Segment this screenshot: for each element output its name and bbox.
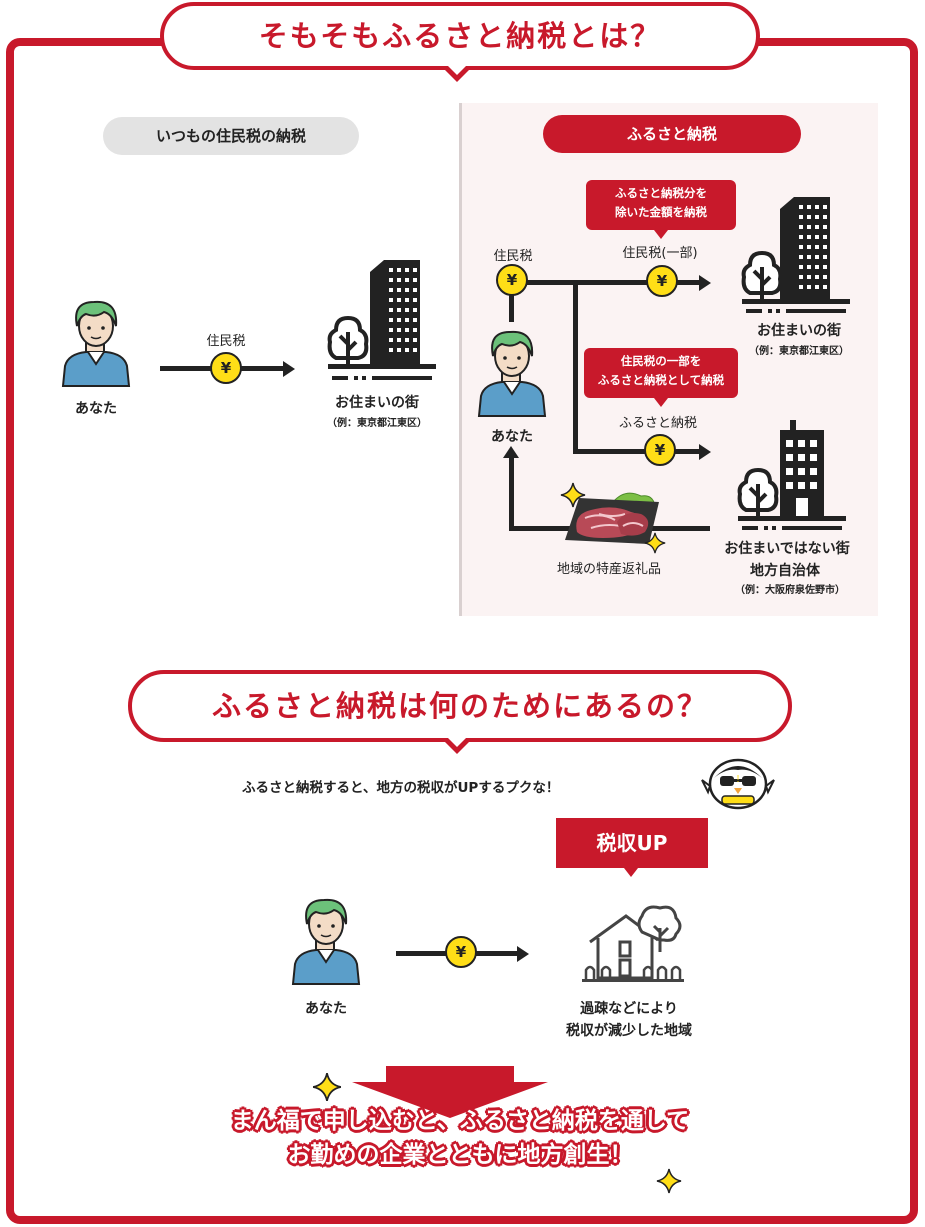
city-example: （例：東京都江東区） [327,418,427,429]
callout-top-line1: ふるさと納税分を [615,186,707,200]
arrow-right-icon [517,946,529,962]
section1-title-tail-inner [448,66,466,75]
sparkle-icon [644,532,666,554]
you-label-right: あなた [491,429,533,445]
resident-tax-part-label: 住民税(一部) [622,246,698,261]
final-message: まん福で申し込むと、ふるさと納税を通して お勤めの企業とともに地方創生！ [160,1104,760,1172]
final-message-line2: お勤めの企業とともに地方創生！ [287,1142,633,1168]
down-arrow-icon [352,1066,548,1118]
city-example-right: （例：東京都江東区） [749,346,849,357]
arrow-right-icon [699,444,711,460]
sparkle-icon [560,482,586,508]
person-icon [291,898,361,985]
resident-tax-label: 住民税 [206,334,246,349]
region-label: 過疎などにより 税収が減少した地域 [534,998,724,1042]
callout-middle: 住民税の一部を ふるさと納税として納税 [584,348,738,398]
flow-line-top [510,280,700,285]
mascot-icon: ! [701,758,775,810]
furusato-tax-label: ふるさと納税 [618,416,697,431]
arrow-up-icon [503,446,519,458]
callout-mid-line2: ふるさと納税として納税 [597,373,725,387]
yen-coin-icon: ¥ [496,264,528,296]
city-building-icon [327,260,436,380]
arrow-right-icon [283,361,295,377]
tax-up-badge: 税収UP [556,818,708,868]
tax-up-badge-tail [624,868,638,877]
local-gov-label: 地方自治体 [750,563,820,579]
regular-tax-pill: いつもの住民税の納税 [103,117,359,155]
other-city-label: お住まいではない街 [724,541,850,557]
resident-tax-label-right: 住民税 [493,249,533,264]
yen-coin-icon: ¥ [445,936,477,968]
sparkle-icon [656,1168,682,1194]
flow-line-furusato [573,449,700,454]
house-icon [582,905,684,982]
callout-top-line2: 除いた金額を納税 [615,205,707,219]
arrow-right-icon [699,275,711,291]
city-label: お住まいの街 [335,395,419,411]
svg-text:!: ! [737,774,740,785]
yen-coin-icon: ¥ [644,434,676,466]
city-building-icon [741,197,850,313]
yen-coin-icon: ¥ [210,352,242,384]
you-label: あなた [75,401,117,417]
you-label-section2: あなた [305,1001,347,1017]
city-label-right: お住まいの街 [757,323,841,339]
flow-line-branch [573,280,578,454]
region-label-line2: 税収が減少した地域 [566,1023,692,1039]
person-icon [477,330,547,417]
sparkle-icon [312,1072,342,1102]
flow-line-you-up [509,280,514,322]
section2-subtitle: ふるさと納税すると、地方の税収がUPするプクな！ [242,780,560,796]
gift-label: 地域の特産返礼品 [556,562,661,577]
meat-gift-icon [565,492,659,544]
person-icon [61,300,131,387]
other-city-example: （例：大阪府泉佐野市） [735,585,845,596]
flow-line-return-up [509,456,514,531]
final-message-line1: まん福で申し込むと、ふるさと納税を通して [230,1108,690,1134]
furusato-pill: ふるさと納税 [543,115,801,153]
region-label-line1: 過疎などにより [580,1001,678,1017]
callout-mid-line1: 住民税の一部を [620,354,702,368]
section1-title: そもそもふるさと納税とは？ [160,2,760,70]
section2-title-tail-inner [448,738,466,747]
yen-coin-icon: ¥ [646,265,678,297]
callout-top-tail [654,230,668,239]
local-gov-building-icon [737,420,846,530]
callout-mid-tail [654,398,668,407]
section2-title: ふるさと納税は何のためにあるの？ [128,670,792,742]
callout-top: ふるさと納税分を 除いた金額を納税 [586,180,736,230]
